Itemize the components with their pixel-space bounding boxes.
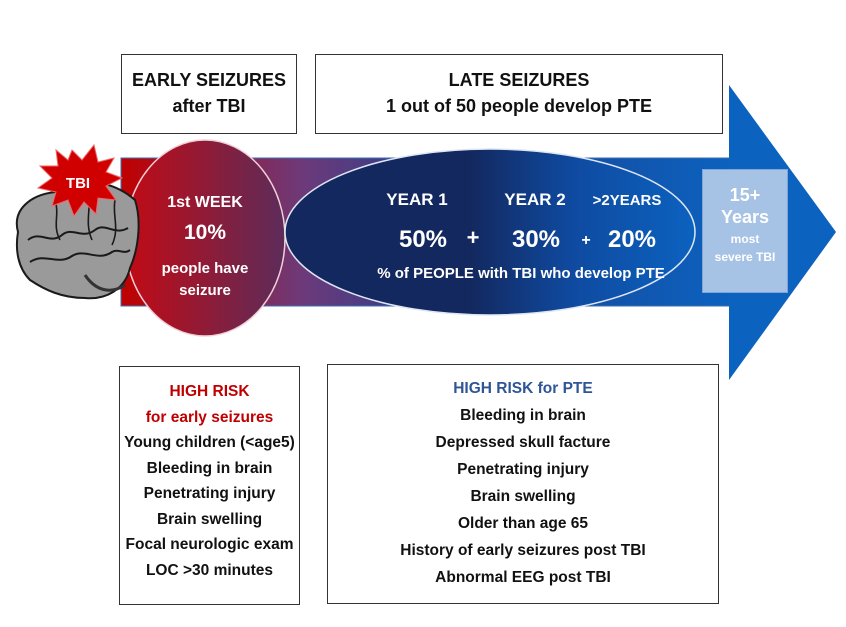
plus-sign-1: + [467, 225, 480, 250]
years-box-line2: Years [720, 207, 770, 227]
risk-early-item: Focal neurologic exam [125, 536, 294, 553]
first-week-percent: 10% [184, 221, 226, 244]
late-seizures-subtitle: 1 out of 50 people develop PTE [385, 96, 653, 116]
first-week-line2: seizure [179, 282, 231, 299]
risk-late-item: Bleeding in brain [460, 407, 586, 424]
risk-early-item: Young children (<age5) [124, 434, 295, 451]
risk-early-item: Brain swelling [156, 510, 263, 528]
tbi-starburst [36, 143, 124, 218]
risk-early-item: LOC >30 minutes [145, 561, 274, 579]
early-seizures-title: EARLY SEIZURES [131, 70, 287, 90]
tbi-label: TBI [66, 175, 90, 192]
risk-late-item: Penetrating injury [457, 461, 589, 478]
risk-early-item: Bleeding in brain [146, 459, 273, 477]
early-seizures-header: EARLY SEIZURES after TBI [121, 54, 297, 134]
first-week-title: 1st WEEK [167, 194, 243, 211]
period-label-year1: YEAR 1 [386, 190, 447, 209]
period-percent-year1: 50% [399, 226, 447, 253]
years-box-line3: most [730, 232, 760, 246]
risk-late-title: HIGH RISK for PTE [453, 380, 593, 397]
risk-late-item: Brain swelling [470, 488, 576, 505]
years-box-line4: severe TBI [714, 250, 776, 264]
late-seizures-title: LATE SEIZURES [448, 70, 590, 90]
plus-sign-2: + [581, 232, 590, 249]
years-15-plus-box: 15+ Years most severe TBI [702, 169, 788, 293]
first-week-line1: people have [162, 260, 249, 277]
high-risk-pte-box: HIGH RISK for PTE Bleeding in brain Depr… [327, 364, 719, 604]
period-percent-year2: 30% [512, 226, 560, 253]
risk-early-title: HIGH RISK [169, 383, 250, 400]
early-seizures-subtitle: after TBI [172, 96, 246, 116]
risk-late-item: History of early seizures post TBI [400, 542, 646, 559]
late-seizures-oval [284, 148, 696, 316]
risk-late-item: Depressed skull facture [435, 434, 611, 451]
years-box-line1: 15+ [729, 185, 761, 205]
period-label-over2: >2YEARS [593, 192, 662, 209]
high-risk-early-box: HIGH RISK for early seizures Young child… [119, 366, 300, 605]
risk-early-item: Penetrating injury [143, 485, 276, 502]
risk-late-item: Older than age 65 [457, 515, 589, 532]
late-oval-caption: % of PEOPLE with TBI who develop PTE [377, 265, 665, 282]
brain-icon [15, 181, 140, 300]
period-percent-over2: 20% [608, 226, 656, 253]
late-seizures-header: LATE SEIZURES 1 out of 50 people develop… [315, 54, 723, 134]
risk-late-item: Abnormal EEG post TBI [435, 569, 611, 586]
period-label-year2: YEAR 2 [504, 190, 565, 209]
risk-early-subtitle: for early seizures [145, 408, 274, 426]
